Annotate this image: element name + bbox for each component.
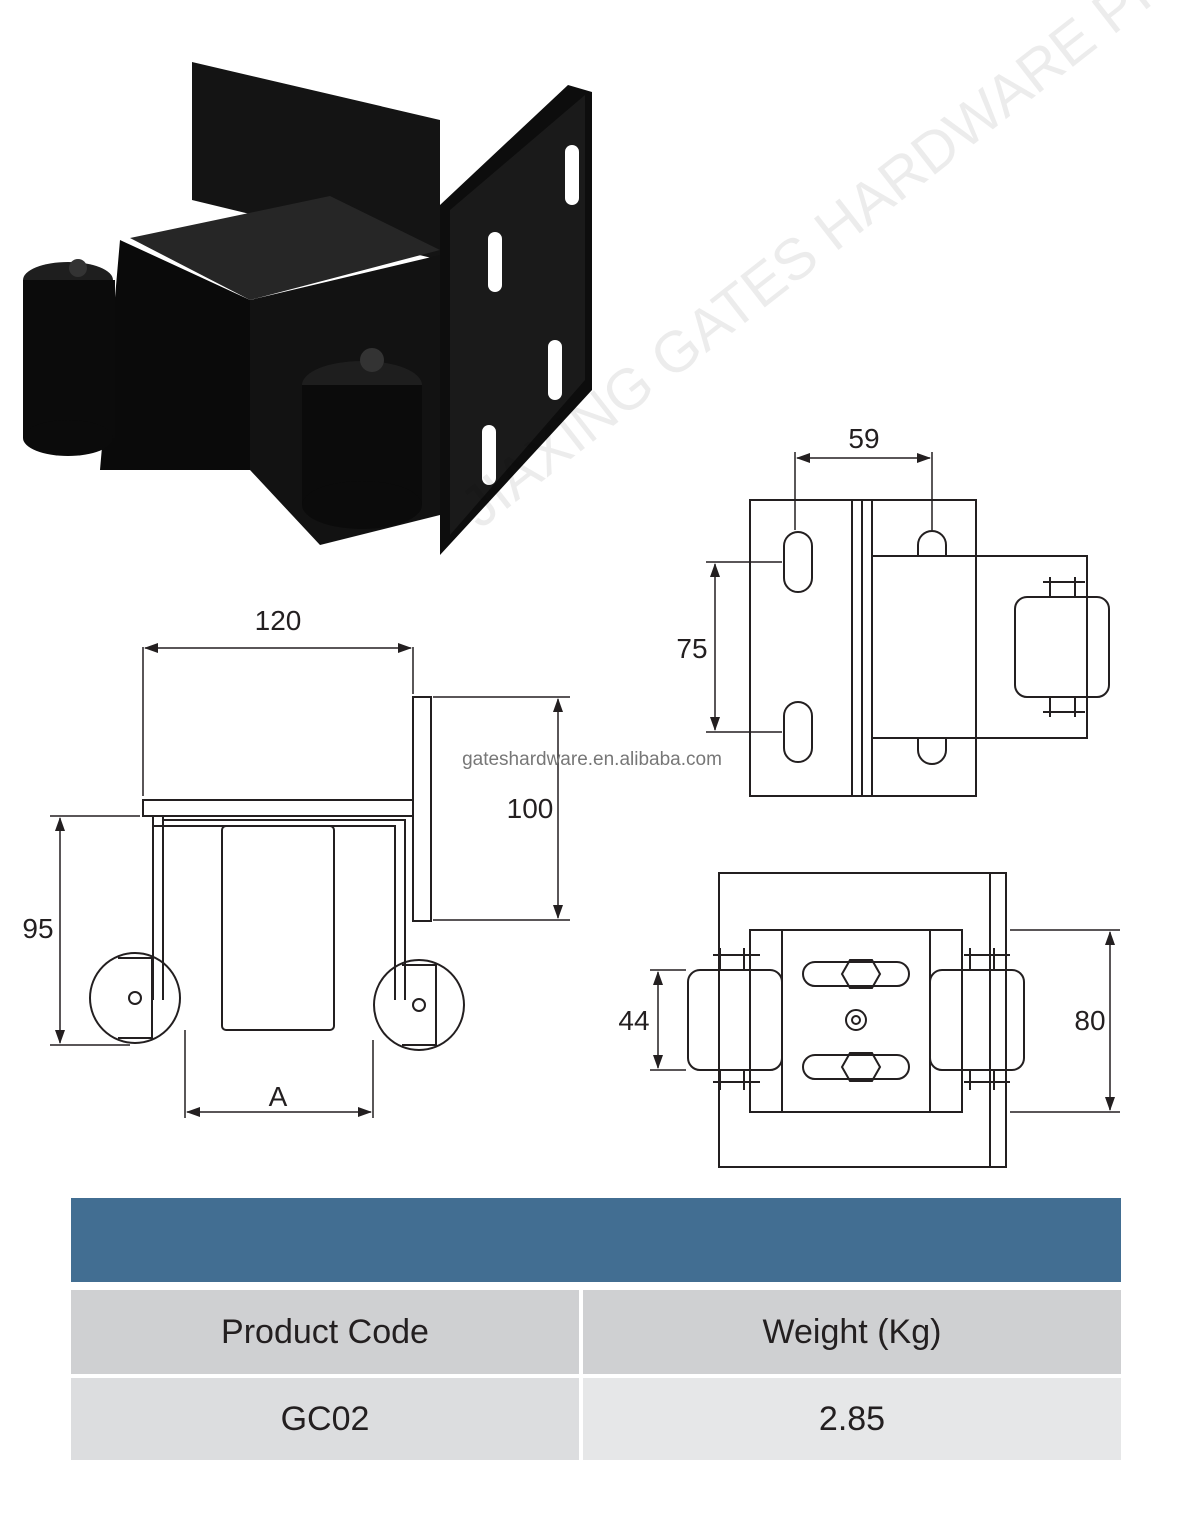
top-view xyxy=(687,872,1025,1168)
dim-slot-pitch: 75 xyxy=(676,633,707,664)
dim-side-width: 120 xyxy=(255,605,302,636)
website-watermark: gateshardware.en.alibaba.com xyxy=(462,749,722,770)
cell-weight: 2.85 xyxy=(583,1378,1121,1460)
dim-side-plate-height: 100 xyxy=(507,793,554,824)
dim-roller-spacing: A xyxy=(269,1081,288,1112)
header-product-code: Product Code xyxy=(71,1290,579,1374)
front-view xyxy=(749,499,1110,797)
spec-table: Product Code Weight (Kg) GC02 2.85 xyxy=(71,1290,1121,1460)
side-view-dimensions xyxy=(50,643,570,1118)
header-band xyxy=(71,1198,1121,1282)
technical-drawing: 120 100 95 A 59 75 xyxy=(22,0,1184,1168)
dim-roller-width: 44 xyxy=(618,1005,649,1036)
cell-product-code: GC02 xyxy=(71,1378,579,1460)
product-photo xyxy=(23,62,592,555)
header-weight: Weight (Kg) xyxy=(583,1290,1121,1374)
front-view-dimensions xyxy=(706,452,933,733)
dim-side-height: 95 xyxy=(22,913,53,944)
top-view-dimensions xyxy=(650,929,1120,1113)
dim-slot-spacing: 59 xyxy=(848,423,879,454)
dim-plate-width: 80 xyxy=(1074,1005,1105,1036)
side-view xyxy=(89,696,465,1051)
